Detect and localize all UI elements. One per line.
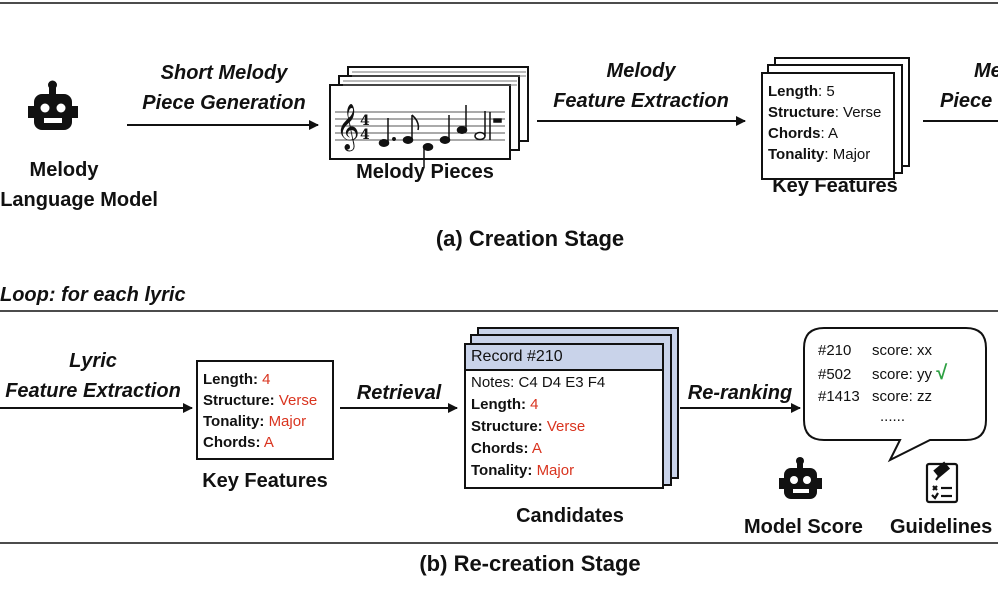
- melody-extraction-line2: Feature Extraction: [553, 90, 729, 112]
- record-title: Record #210: [466, 345, 662, 371]
- record-length: Length: 4: [471, 396, 539, 413]
- cutoff-label-line2: Piece: [940, 90, 993, 112]
- loop-label: Loop: for each lyric: [0, 284, 186, 306]
- record-structure: Structure: Verse: [471, 418, 586, 435]
- score-ellipsis: ......: [880, 408, 906, 425]
- feature-chords: Chords: A: [768, 125, 839, 142]
- lyric-extraction-label: Lyric Feature Extraction: [0, 346, 190, 406]
- lyric-feature-chords: Chords: A: [203, 434, 274, 451]
- sheet-music-stack: 𝄞 4 4: [329, 66, 529, 167]
- melody-extraction-line1: Melody: [606, 60, 676, 82]
- melody-extraction-label: Melody Feature Extraction: [535, 56, 747, 116]
- record-tonality: Tonality: Major: [471, 462, 575, 479]
- svg-text:𝄞: 𝄞: [336, 104, 360, 152]
- model-label-line2-text: Language Model: [0, 189, 158, 211]
- key-features-card: Length: 5 Structure: Verse Chords: A Ton…: [761, 72, 895, 180]
- robot-icon: [779, 457, 822, 499]
- lyric-feature-structure: Structure: Verse: [203, 392, 318, 409]
- model-label-line1: Melody: [29, 159, 99, 181]
- guidelines-icon: [925, 461, 959, 504]
- reranking-label: Re-ranking: [687, 382, 793, 404]
- lyric-feature-length: Length: 4: [203, 371, 271, 388]
- svg-text:4: 4: [360, 113, 370, 129]
- feature-tonality: Tonality: Major: [768, 146, 871, 163]
- key-features-label: Key Features: [772, 175, 898, 197]
- model-label-line2: Language Model: [0, 186, 158, 214]
- svg-text:4: 4: [360, 127, 370, 143]
- cutoff-label: Me Piece: [940, 56, 998, 116]
- lyric-key-features-label: Key Features: [202, 470, 328, 492]
- generation-label-line1: Short Melody: [160, 62, 288, 84]
- lyric-key-features-card: Length: 4 Structure: Verse Tonality: Maj…: [196, 360, 334, 460]
- feature-length: Length: 5: [768, 83, 835, 100]
- lyric-extraction-line2: Feature Extraction: [5, 380, 181, 402]
- lyric-feature-tonality: Tonality: Major: [203, 413, 307, 430]
- feature-structure: Structure: Verse: [768, 104, 882, 121]
- model-score-label: Model Score: [744, 516, 863, 538]
- candidates-label: Candidates: [516, 505, 624, 527]
- candidate-record-card: Record #210 Notes: C4 D4 E3 F4 Length: 4…: [464, 343, 664, 489]
- check-mark-icon: √: [936, 362, 948, 384]
- record-notes: Notes: C4 D4 E3 F4: [471, 374, 606, 391]
- creation-stage-title: (a) Creation Stage: [435, 226, 625, 251]
- generation-label: Short Melody Piece Generation: [130, 58, 318, 118]
- melody-pieces-label: Melody Pieces: [356, 161, 494, 183]
- score-speech-bubble: [803, 327, 987, 463]
- generation-label-line2: Piece Generation: [142, 92, 306, 114]
- lyric-extraction-line1: Lyric: [69, 350, 117, 372]
- robot-icon: [28, 80, 78, 130]
- recreation-stage-title: (b) Re-creation Stage: [419, 551, 641, 576]
- retrieval-label: Retrieval: [356, 382, 442, 404]
- cutoff-label-line1: Me: [974, 60, 998, 82]
- record-chords: Chords: A: [471, 440, 542, 457]
- model-label: Melody: [0, 156, 128, 184]
- guidelines-label: Guidelines: [890, 516, 993, 538]
